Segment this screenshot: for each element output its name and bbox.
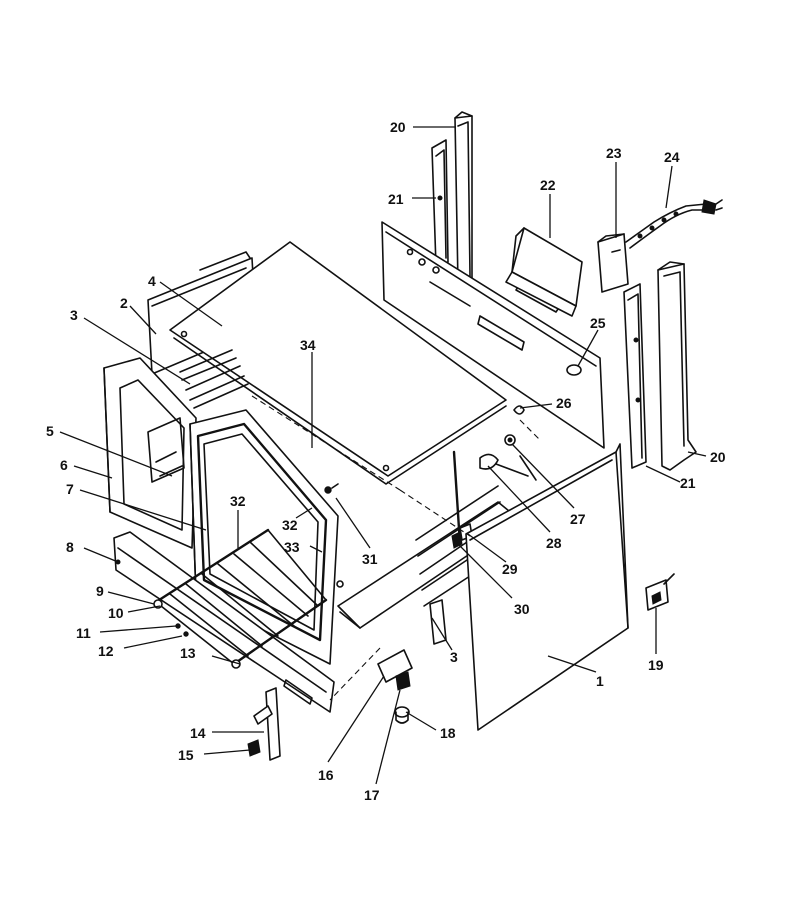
part-13-oven-rack (153, 528, 328, 669)
part-5-door-glass (147, 417, 185, 483)
part-20-upper-trim (454, 111, 473, 285)
callout-29: 29 (502, 561, 518, 577)
part-1-right-side-panel (465, 443, 629, 731)
part-28-thermostat-bulb (479, 453, 537, 481)
callout-27: 27 (570, 511, 586, 527)
callout-34: 34 (300, 337, 316, 353)
part-24-power-cord (625, 199, 723, 249)
oven-door-assembly (189, 409, 344, 665)
part-3-upper-rails (179, 349, 249, 409)
part-30-valve (451, 531, 463, 549)
callout-20-upper: 20 (390, 119, 406, 135)
callout-32-rack: 32 (230, 493, 246, 509)
part-26-igniter (513, 405, 525, 415)
callout-17: 17 (364, 787, 380, 803)
callout-3-lower: 3 (450, 649, 458, 665)
part-25-grommet (566, 364, 582, 376)
callout-21-lower: 21 (680, 475, 696, 491)
callout-32-door: 32 (282, 517, 298, 533)
callout-11: 11 (76, 625, 91, 641)
callout-7: 7 (66, 481, 74, 497)
back-panel (381, 221, 605, 449)
callout-15: 15 (178, 747, 194, 763)
callout-25: 25 (590, 315, 606, 331)
callout-18: 18 (440, 725, 456, 741)
callout-23: 23 (606, 145, 622, 161)
callout-4: 4 (148, 273, 156, 289)
part-17-leg-nut (395, 671, 411, 691)
part-23-terminal-block (597, 233, 629, 293)
callout-21-upper: 21 (388, 191, 404, 207)
callout-19: 19 (648, 657, 664, 673)
part-4-top-cover (169, 241, 507, 485)
part-31-screw (324, 483, 339, 494)
callout-9: 9 (96, 583, 104, 599)
part-15-screw (247, 739, 261, 757)
callout-31: 31 (362, 551, 378, 567)
callout-5: 5 (46, 423, 54, 439)
callout-6: 6 (60, 457, 68, 473)
leader-lines (59, 126, 707, 785)
assembly-lines (251, 395, 541, 701)
callout-14: 14 (190, 725, 206, 741)
part-8-lower-trim (113, 531, 335, 713)
callout-3-upper: 3 (70, 307, 78, 323)
part-21-lower-bracket (623, 283, 647, 469)
callout-28: 28 (546, 535, 562, 551)
callout-26: 26 (556, 395, 572, 411)
callout-labels: 20 21 22 23 24 25 26 20 21 27 28 29 30 1… (46, 119, 726, 803)
callout-13: 13 (180, 645, 196, 661)
part-22-vent-duct (505, 227, 583, 317)
callout-2: 2 (120, 295, 128, 311)
part-18-leveling-foot (394, 706, 410, 724)
callout-30: 30 (514, 601, 530, 617)
callout-33: 33 (284, 539, 300, 555)
part-14-handle-bracket (253, 687, 281, 761)
callout-24: 24 (664, 149, 680, 165)
callout-8: 8 (66, 539, 74, 555)
callout-12: 12 (98, 643, 114, 659)
part-27-orifice (504, 434, 516, 446)
callout-1: 1 (596, 673, 604, 689)
part-20-lower-trim (657, 261, 697, 471)
callout-20-lower: 20 (710, 449, 726, 465)
callout-10: 10 (108, 605, 124, 621)
callout-16: 16 (318, 767, 334, 783)
part-19-switch (645, 573, 675, 611)
part-21-upper-bracket (431, 139, 449, 267)
callout-22: 22 (540, 177, 556, 193)
